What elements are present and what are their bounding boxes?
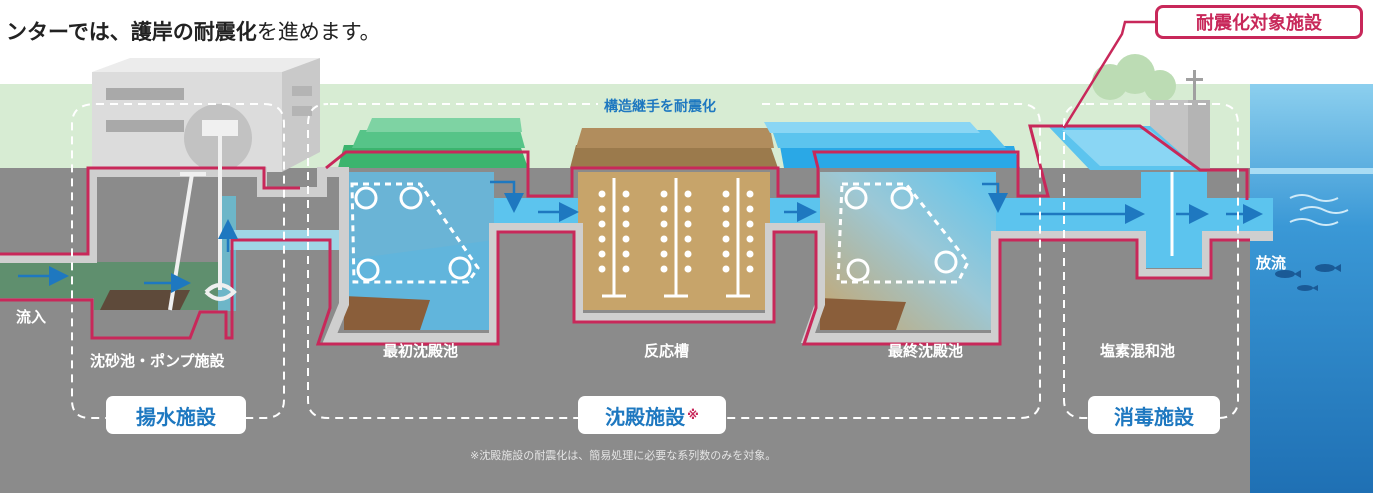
outflow-label: 放流 <box>1256 254 1287 272</box>
wave-icon <box>1289 194 1349 226</box>
final-sludge <box>820 298 906 330</box>
diffuser-bubble <box>622 220 630 228</box>
diffuser-bubble <box>746 205 754 213</box>
group-pumping: 揚水施設 <box>106 396 246 434</box>
diffuser-bubble <box>722 220 730 228</box>
diffuser-bubble <box>684 220 692 228</box>
pump-building <box>92 58 320 172</box>
diffuser-bubble <box>684 205 692 213</box>
diffuser-bubble <box>622 190 630 198</box>
diffuser-bubble <box>622 235 630 243</box>
diffuser-bubble <box>684 190 692 198</box>
diffuser-bubble <box>660 250 668 258</box>
diffuser-bubble <box>622 250 630 258</box>
chlorine-lid <box>1048 126 1200 170</box>
diffuser-bubble <box>660 235 668 243</box>
group-disinfection: 消毒施設 <box>1088 396 1220 434</box>
diffuser-bubble <box>598 190 606 198</box>
diffuser-bubble <box>746 265 754 273</box>
grit-sludge <box>100 290 190 310</box>
diffuser-bubble <box>660 220 668 228</box>
group-borders <box>71 103 1239 419</box>
scraper-chain <box>350 182 970 284</box>
diffuser-bubble <box>660 190 668 198</box>
sea-surface <box>1250 168 1373 174</box>
diffuser-bubble <box>598 250 606 258</box>
diffuser-bubble <box>746 250 754 258</box>
diffuser-bubble <box>598 235 606 243</box>
diffuser-bubble <box>622 205 630 213</box>
diffuser-bubble <box>622 265 630 273</box>
final-tank-label: 最終沈殿池 <box>888 342 964 360</box>
diffuser-bubble <box>746 220 754 228</box>
group-sedimentation: 沈殿施設※ <box>578 396 726 434</box>
diffuser-bubble <box>598 220 606 228</box>
diffuser-bubble <box>684 250 692 258</box>
page-heading: ンターでは、護岸の耐震化を進めます。 <box>6 16 381 46</box>
diffuser-bubble <box>722 205 730 213</box>
primary-sludge <box>344 296 430 330</box>
diffuser-bubble <box>660 265 668 273</box>
accent-outline-pump <box>0 166 300 256</box>
heading-bold: ンターでは、護岸の耐震化 <box>6 20 257 44</box>
concrete-outline <box>0 167 1273 343</box>
diffuser-bubble <box>722 235 730 243</box>
diffuser-bubble <box>598 265 606 273</box>
inflow-label: 流入 <box>16 308 47 326</box>
diffuser-bubble <box>746 235 754 243</box>
trees-icon <box>1092 54 1176 102</box>
footnote: ※沈殿施設の耐震化は、簡易処理に必要な系列数のみを対象。 <box>470 449 777 462</box>
diffuser-bubble <box>684 265 692 273</box>
diffuser-bubble <box>660 205 668 213</box>
fish-icon <box>1275 264 1341 291</box>
grit-pump-label: 沈砂池・ポンプ施設 <box>90 352 225 370</box>
legend-connector <box>1062 20 1155 129</box>
heading-rest: を進めます。 <box>256 20 381 44</box>
group-sedimentation-text: 沈殿施設 <box>605 404 686 429</box>
diffuser-bubble <box>722 265 730 273</box>
legend-badge: 耐震化対象施設 <box>1155 5 1363 39</box>
group-sedimentation-mark: ※ <box>687 408 699 422</box>
flow-arrows <box>18 180 1263 293</box>
reactor-lid <box>570 128 778 168</box>
joint-label: 構造継手を耐震化 <box>598 96 722 116</box>
chlorine-tank-label: 塩素混和池 <box>1100 342 1176 360</box>
diffusers <box>598 178 754 298</box>
primary-tank-label: 最初沈殿池 <box>383 342 459 360</box>
diffuser-bubble <box>722 190 730 198</box>
diffuser-bubble <box>746 190 754 198</box>
diffuser-bubble <box>598 205 606 213</box>
accent-outline-main <box>325 124 1249 200</box>
reactor-label: 反応槽 <box>644 342 690 360</box>
accent-outline-bottom <box>0 230 1250 346</box>
diffuser-bubble <box>722 250 730 258</box>
diffuser-bubble <box>684 235 692 243</box>
